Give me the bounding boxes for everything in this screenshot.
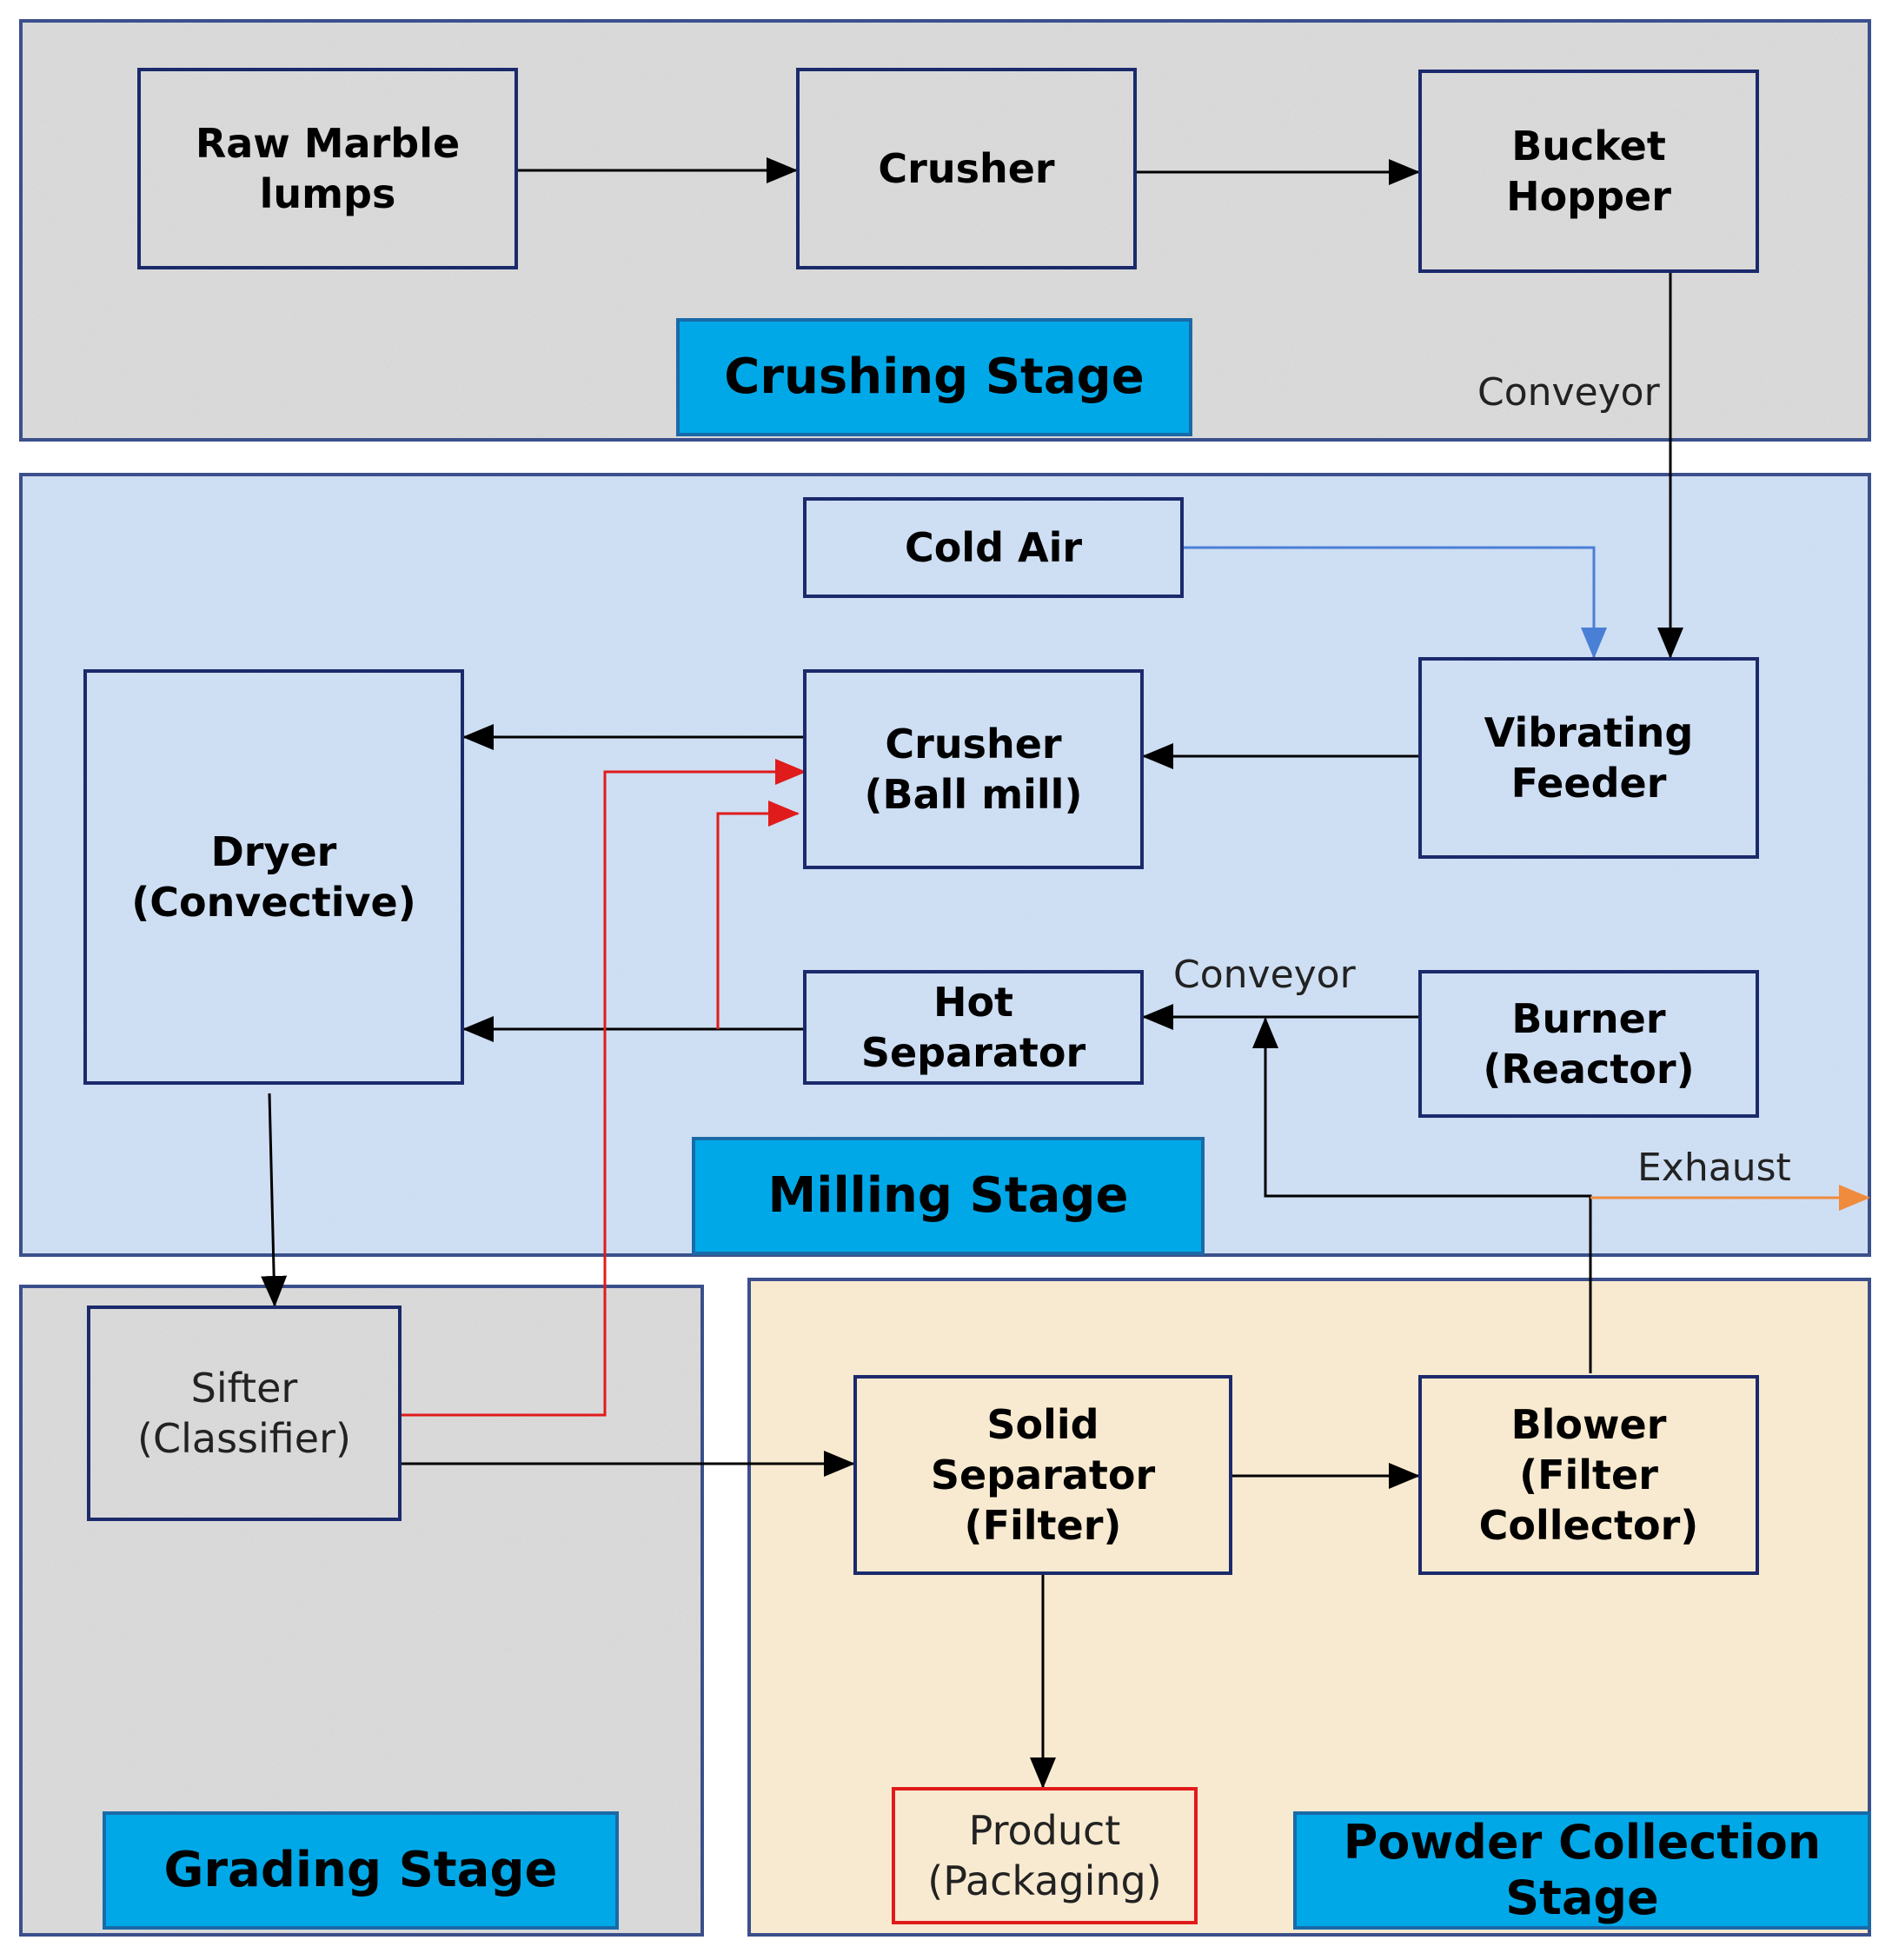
grading-stage-label: Grading Stage [103, 1811, 619, 1930]
crushing-stage-label: Crushing Stage [676, 318, 1192, 436]
arrow-coldair-to-feeder [1184, 546, 1607, 659]
conveyor-label-top: Conveyor [1477, 370, 1660, 415]
conveyor-label-mid: Conveyor [1173, 953, 1356, 997]
arrow-blower-return [1252, 1017, 1592, 1373]
dryer-box: Dryer (Convective) [83, 669, 464, 1085]
vibrating-feeder-box: Vibrating Feeder [1418, 657, 1759, 859]
cold-air-box: Cold Air [803, 497, 1184, 598]
hot-separator-box: Hot Separator [803, 970, 1144, 1085]
raw-marble-box: Raw Marble lumps [137, 68, 518, 269]
solid-separator-box: Solid Separator (Filter) [853, 1375, 1232, 1575]
milling-stage-label: Milling Stage [692, 1137, 1205, 1255]
exhaust-label: Exhaust [1637, 1146, 1791, 1190]
sifter-classifier-box: Sifter (Classifier) [87, 1306, 402, 1521]
arrow-hotsep-recycle [716, 801, 800, 1029]
blower-box: Blower (Filter Collector) [1418, 1375, 1759, 1575]
milling-stage-panel [19, 473, 1871, 1257]
powder-collection-stage-label: Powder Collection Stage [1293, 1811, 1871, 1930]
crusher-box: Crusher [796, 68, 1137, 269]
arrow-dryer-to-sifter [261, 1093, 288, 1307]
product-packaging-box: Product (Packaging) [892, 1787, 1198, 1924]
arrow-sifter-recycle [402, 759, 807, 1417]
ball-mill-crusher-box: Crusher (Ball mill) [803, 669, 1144, 869]
bucket-hopper-box: Bucket Hopper [1418, 70, 1759, 273]
burner-reactor-box: Burner (Reactor) [1418, 970, 1759, 1118]
